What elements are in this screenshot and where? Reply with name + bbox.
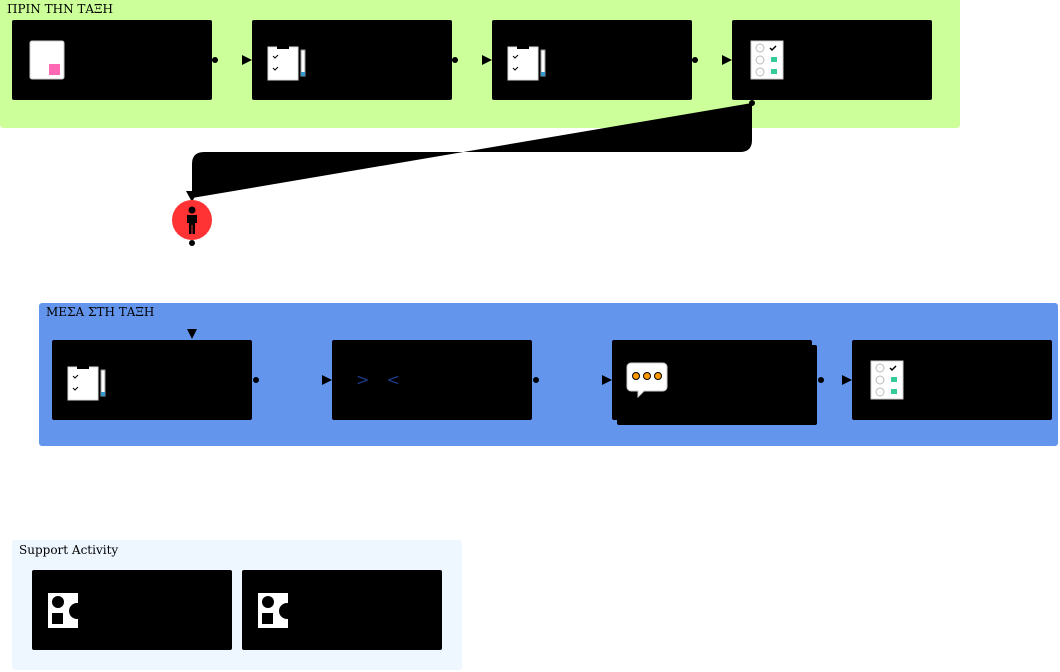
- clipboard-pencil-icon: [507, 44, 546, 81]
- support-card[interactable]: [32, 570, 232, 650]
- activity-card[interactable]: [612, 340, 812, 420]
- connector-1-2: [212, 55, 252, 65]
- connector-to-actor: [186, 100, 755, 202]
- sticky-note-icon: [29, 40, 65, 80]
- activity-card[interactable]: > <: [332, 340, 532, 420]
- activity-card[interactable]: [252, 20, 452, 100]
- arrow-into-during: [187, 329, 197, 339]
- connector-5-6: [253, 375, 332, 385]
- lane-title: Support Activity: [19, 543, 119, 557]
- connector-2-3: [452, 55, 492, 65]
- speech-bubble-dots-icon: [626, 362, 668, 398]
- shapes-icon: [258, 593, 295, 628]
- person-icon: [187, 206, 197, 234]
- lane-title: ΠΡΙΝ ΤΗΝ ΤΑΞΗ: [7, 2, 113, 16]
- support-card[interactable]: [242, 570, 442, 650]
- student-actor[interactable]: [172, 200, 212, 240]
- activity-card[interactable]: [732, 20, 932, 100]
- activity-card[interactable]: [52, 340, 252, 420]
- checklist-icon: [750, 40, 784, 80]
- clipboard-pencil-icon: [267, 44, 306, 81]
- angle-brackets-icon: > <: [356, 370, 406, 389]
- connector-7-8: [818, 375, 852, 385]
- shapes-icon: [48, 593, 85, 628]
- checklist-icon: [870, 360, 904, 400]
- activity-card[interactable]: [852, 340, 1052, 420]
- connector-6-7: [533, 375, 612, 385]
- clipboard-pencil-icon: [67, 364, 106, 401]
- activity-card[interactable]: [492, 20, 692, 100]
- lane-title: ΜΕΣΑ ΣΤΗ ΤΑΞΗ: [46, 305, 155, 319]
- activity-card[interactable]: [12, 20, 212, 100]
- connector-3-4: [692, 55, 732, 65]
- actor-out-dot: [189, 240, 195, 246]
